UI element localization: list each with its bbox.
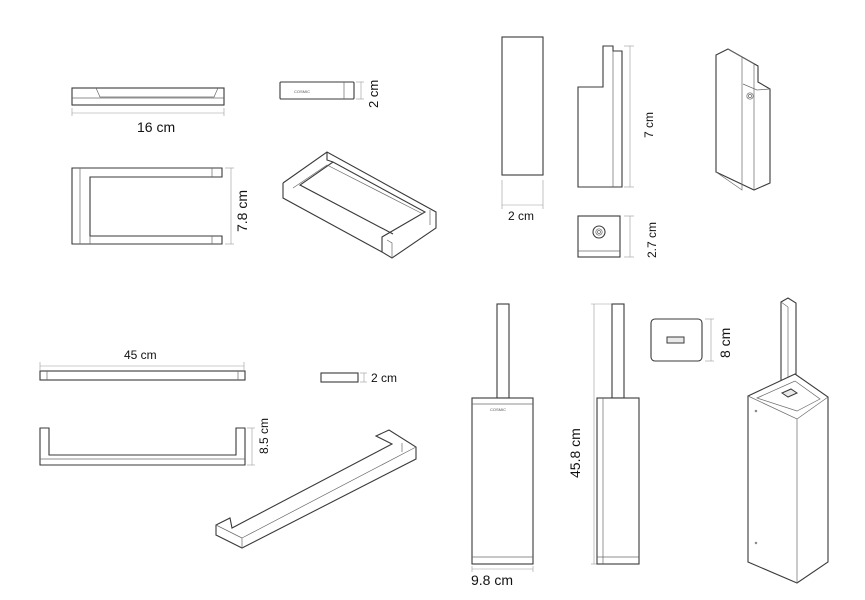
hook-plate-depth-label: 2 cm (366, 80, 381, 108)
toilet-brush-height-label: 45.8 cm (567, 428, 583, 478)
toilet-brush-iso-view (747, 297, 829, 584)
robe-hook-base-view (577, 215, 621, 258)
toilet-brush-width-dimension (471, 566, 534, 572)
robe-hook-height-dimension (624, 45, 634, 188)
toilet-brush-width-label: 9.8 cm (471, 572, 513, 588)
paper-holder-top-view (71, 87, 225, 106)
toilet-brush-base-label: 8 cm (717, 328, 733, 358)
towel-bar-front-view (39, 427, 246, 466)
toilet-brush-brand: COSMIC (490, 407, 506, 412)
towel-bar-depth-dimension (360, 372, 367, 383)
towel-bar-top-view (39, 370, 246, 381)
paper-holder-height-label: 7.8 cm (234, 190, 250, 232)
robe-hook-front-view (501, 36, 544, 176)
robe-hook-width-label: 2 cm (508, 209, 534, 223)
towel-bar-height-label: 8.5 cm (257, 418, 271, 454)
robe-hook-width-dimension (501, 180, 544, 209)
robe-hook-height-label: 7 cm (642, 112, 656, 138)
hook-plate-depth-dimension (356, 81, 364, 100)
paper-holder-width-label: 16 cm (137, 119, 175, 135)
towel-bar-width-dimension (39, 362, 245, 370)
paper-holder-front-view (71, 167, 223, 245)
robe-hook-side-view (577, 45, 623, 188)
hook-plate-view: COSMIC (279, 81, 355, 100)
hook-plate-brand: COSMIC (294, 89, 310, 94)
paper-holder-width-dimension (71, 108, 225, 116)
paper-holder-iso-view (282, 151, 437, 259)
towel-bar-height-dimension (247, 427, 255, 466)
towel-bar-depth-label: 2 cm (371, 371, 397, 385)
towel-bar-width-label: 45 cm (124, 348, 157, 362)
paper-holder-height-dimension (225, 167, 234, 245)
robe-hook-depth-label: 2.7 cm (645, 222, 659, 258)
robe-hook-iso-view (715, 48, 771, 191)
towel-bar-iso-view (215, 429, 417, 549)
robe-hook-depth-dimension (624, 215, 634, 258)
toilet-brush-base-view (650, 318, 703, 362)
toilet-brush-side-view (596, 303, 640, 565)
toilet-brush-front-view: COSMIC (471, 303, 534, 565)
toilet-brush-base-dimension (705, 318, 714, 362)
towel-bar-end-view (320, 372, 359, 383)
